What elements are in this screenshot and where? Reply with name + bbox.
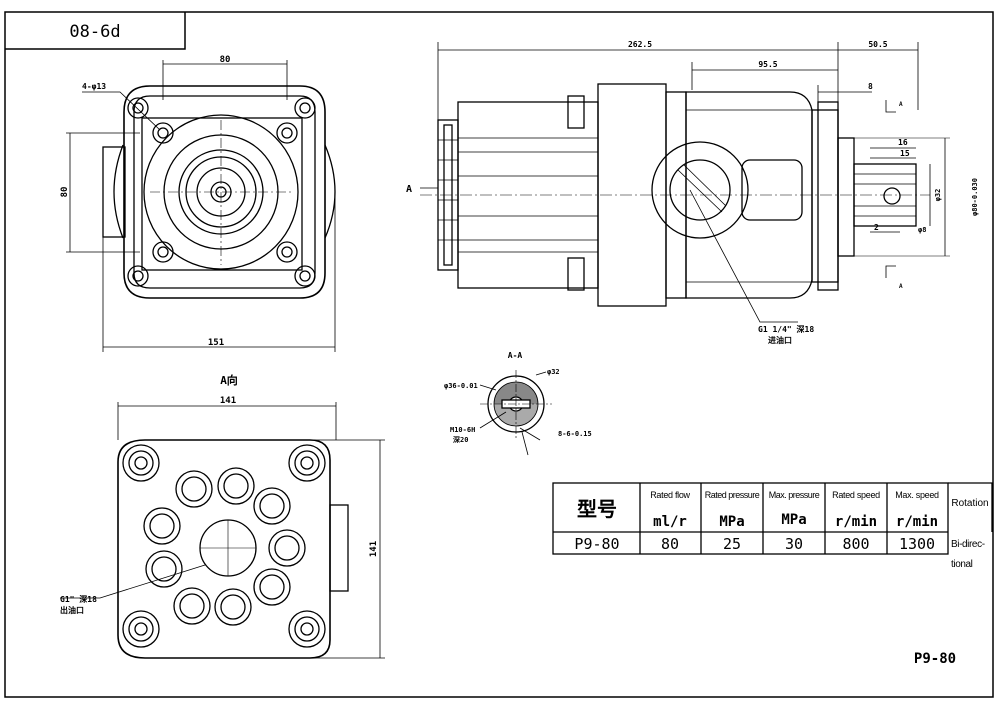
spec-unit-max-speed: r/min: [896, 514, 938, 530]
front-view: [66, 60, 336, 352]
spec-header-rotation: Rotation: [951, 498, 988, 509]
dim-16: 16: [898, 138, 908, 147]
spec-value-rated-flow: 80: [661, 535, 679, 553]
dim-phi32: φ32: [934, 189, 942, 202]
spec-header-rated-speed: Rated speed: [832, 490, 880, 500]
title-box: [5, 12, 186, 50]
outlet-port-label: 出油口: [60, 605, 84, 615]
spec-value-rotation-1: Bi-direc-: [951, 539, 985, 550]
dim-gap-8: 8: [868, 82, 873, 91]
dim-overall-length: 262.5: [628, 40, 652, 49]
drawing-code: 08-6d: [69, 22, 120, 42]
spec-header-rated-flow: Rated flow: [650, 490, 690, 500]
dim-a-height: 141: [369, 541, 379, 557]
spec-table-grid: [552, 482, 993, 555]
dim-m10: M10-6H: [450, 426, 475, 434]
drawing-border: [4, 11, 994, 698]
spec-unit-rated-speed: r/min: [835, 514, 877, 530]
spec-header-max-speed: Max. speed: [895, 490, 939, 500]
dim-m10-depth: 深20: [453, 435, 468, 444]
outlet-port-size: G1" 深18: [60, 594, 97, 604]
dim-front-width: 80: [220, 55, 231, 65]
section-aa: [479, 370, 552, 456]
dim-bolt-holes: 4-φ13: [82, 82, 106, 91]
section-aa-title: A-A: [508, 351, 523, 360]
dim-length-95: 95.5: [758, 60, 777, 69]
dim-phi80: φ80-0.030: [971, 178, 979, 216]
dim-phi32-section: φ32: [547, 368, 560, 376]
spec-value-rated-pressure: 25: [723, 535, 741, 553]
a-view: [60, 402, 385, 659]
spec-value-rotation-2: tional: [951, 559, 973, 570]
dim-front-height: 80: [60, 187, 70, 198]
inlet-port-label: 进油口: [768, 335, 792, 345]
spec-header-max-pressure: Max. pressure: [769, 490, 820, 500]
section-mark-bottom: A: [899, 283, 903, 290]
side-view: [420, 42, 950, 323]
spec-value-model: P9-80: [574, 535, 619, 553]
dim-key: 8-6-0.15: [558, 430, 592, 438]
spec-unit-rated-pressure: MPa: [719, 514, 744, 530]
section-mark-left: A: [406, 184, 412, 195]
dim-a-width: 141: [220, 396, 236, 406]
spec-value-max-speed: 1300: [899, 535, 935, 553]
dim-15: 15: [900, 149, 910, 158]
inlet-port-size: G1 1/4" 深18: [758, 324, 814, 334]
spec-unit-max-pressure: MPa: [781, 512, 806, 528]
dim-phi8: φ8: [918, 226, 926, 234]
dim-shaft-length: 50.5: [868, 40, 887, 49]
view-a-title: A向: [220, 373, 238, 387]
dim-2: 2: [874, 223, 879, 232]
dim-overall-width: 151: [208, 338, 224, 348]
spec-header-rated-pressure: Rated pressure: [705, 490, 760, 500]
spec-model-label: 型号: [577, 498, 617, 521]
spec-value-max-pressure: 30: [785, 535, 803, 553]
spec-value-rated-speed: 800: [842, 535, 869, 553]
footer-model: P9-80: [914, 651, 956, 667]
dim-phi36: φ36-0.01: [444, 382, 478, 390]
spec-unit-flow: ml/r: [653, 514, 687, 530]
section-mark-top: A: [899, 101, 903, 108]
